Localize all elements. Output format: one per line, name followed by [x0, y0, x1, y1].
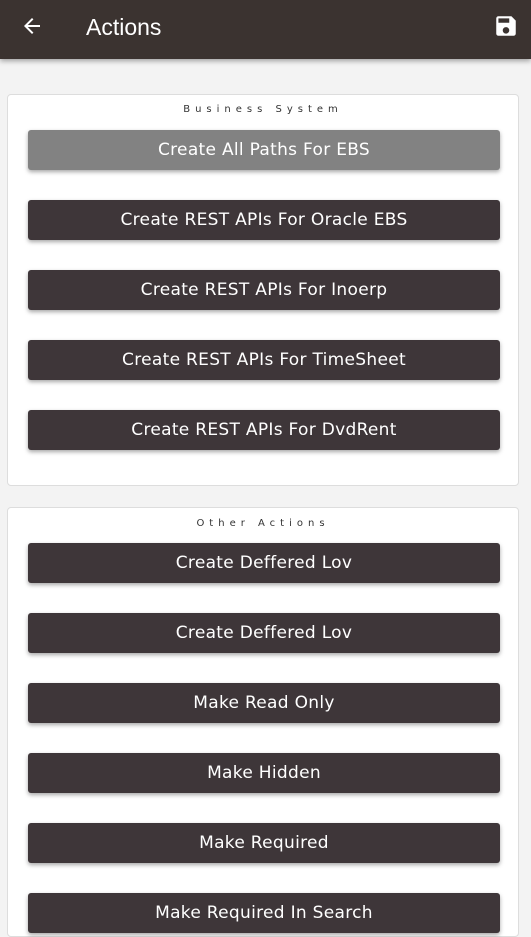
- section-title: Other Actions: [196, 518, 330, 529]
- back-button[interactable]: [16, 10, 48, 42]
- make-required-in-search-button[interactable]: Make Required In Search: [28, 893, 500, 933]
- make-read-only-button[interactable]: Make Read Only: [28, 683, 500, 723]
- make-required-button[interactable]: Make Required: [28, 823, 500, 863]
- floppy-disk-icon: [496, 16, 516, 36]
- save-button[interactable]: [490, 10, 522, 42]
- create-rest-apis-inoerp-button[interactable]: Create REST APIs For Inoerp: [28, 270, 500, 310]
- create-deffered-lov-button[interactable]: Create Deffered Lov: [28, 543, 500, 583]
- arrow-left-icon: [24, 18, 40, 34]
- page-title: Actions: [86, 14, 162, 40]
- create-rest-apis-dvdrent-button[interactable]: Create REST APIs For DvdRent: [28, 410, 500, 450]
- section-title: Business System: [183, 104, 343, 115]
- create-rest-apis-oracle-ebs-button[interactable]: Create REST APIs For Oracle EBS: [28, 200, 500, 240]
- business-system-card: Business System Create All Paths For EBS…: [7, 94, 519, 486]
- create-deffered-lov-button-2[interactable]: Create Deffered Lov: [28, 613, 500, 653]
- make-hidden-button[interactable]: Make Hidden: [28, 753, 500, 793]
- create-rest-apis-timesheet-button[interactable]: Create REST APIs For TimeSheet: [28, 340, 500, 380]
- create-all-paths-ebs-button[interactable]: Create All Paths For EBS: [28, 130, 500, 170]
- app-bar: Actions: [0, 0, 531, 59]
- other-actions-card: Other Actions Create Deffered Lov Create…: [7, 507, 519, 937]
